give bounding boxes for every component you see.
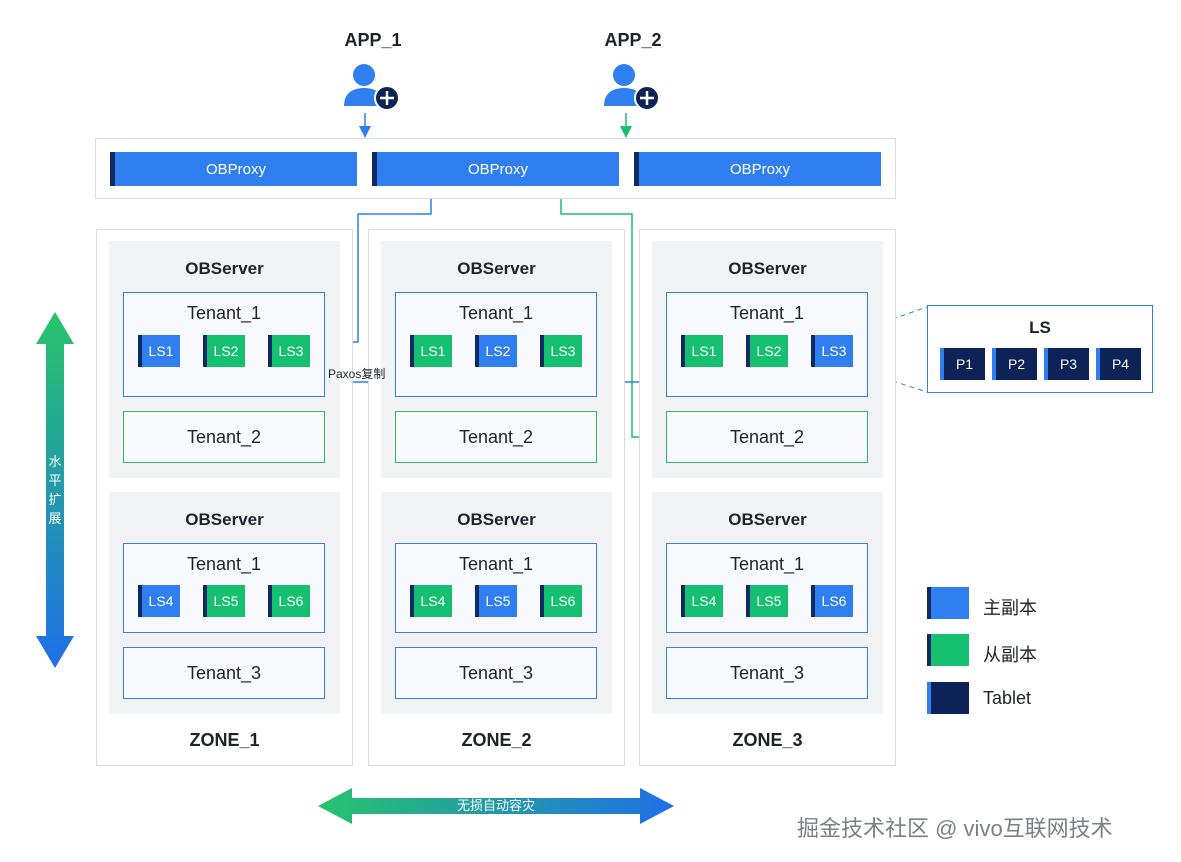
- ls-follower: LS2: [203, 335, 245, 367]
- ls-follower: LS3: [540, 335, 582, 367]
- observer-title: OBServer: [185, 259, 264, 278]
- vertical-scale-arrow: [36, 312, 74, 668]
- ls-leader: LS1: [138, 335, 180, 367]
- ls-leader: LS4: [138, 585, 180, 617]
- observer-title: OBServer: [457, 510, 536, 529]
- app2-label: APP_2: [604, 30, 662, 50]
- legend-follower-swatch: [927, 634, 969, 666]
- zone-label: ZONE_1: [189, 730, 260, 750]
- tenant-title: Tenant_1: [458, 303, 534, 323]
- ls-follower: LS1: [681, 335, 723, 367]
- observer-title: OBServer: [728, 510, 807, 529]
- user-add-icon: [344, 64, 400, 111]
- ls-detail-title: LS: [1029, 318, 1051, 337]
- tenant-box: Tenant_2: [123, 411, 325, 463]
- tenant-title: Tenant_2: [458, 427, 534, 447]
- ls-leader: LS2: [475, 335, 517, 367]
- partition-block: P4: [1096, 348, 1141, 380]
- legend-tablet-label: Tablet: [983, 688, 1032, 708]
- legend-follower-label: 从副本: [983, 645, 1037, 665]
- legend-tablet-swatch: [927, 682, 969, 714]
- ls-follower: LS3: [268, 335, 310, 367]
- horizontal-dr-arrow: [318, 788, 674, 824]
- zone-label: ZONE_2: [461, 730, 532, 750]
- legend-leader-swatch: [927, 587, 969, 619]
- tenant-box: Tenant_2: [395, 411, 597, 463]
- ls-leader: LS5: [475, 585, 517, 617]
- observer-title: OBServer: [728, 259, 807, 278]
- zone-label: ZONE_3: [732, 730, 803, 750]
- tenant-title: Tenant_1: [458, 554, 534, 574]
- tenant-title: Tenant_1: [186, 554, 262, 574]
- ls-follower: LS5: [203, 585, 245, 617]
- ls-follower: LS2: [746, 335, 788, 367]
- horizontal-arrow-label: 无损自动容灾: [456, 798, 535, 813]
- obproxy-3: OBProxy: [634, 152, 881, 186]
- watermark: 掘金技术社区 @ vivo互联网技术: [797, 816, 1113, 841]
- obproxy-2: OBProxy: [372, 152, 619, 186]
- ls-follower: LS6: [540, 585, 582, 617]
- partition-block: P2: [992, 348, 1037, 380]
- tenant-title: Tenant_2: [729, 427, 805, 447]
- legend-leader-label: 主副本: [983, 598, 1037, 618]
- ls-follower: LS1: [410, 335, 452, 367]
- app1-label: APP_1: [344, 30, 402, 50]
- tenant-title: Tenant_1: [186, 303, 262, 323]
- observer-title: OBServer: [185, 510, 264, 529]
- tenant-box: Tenant_3: [666, 647, 868, 699]
- user-add-icon: [604, 64, 660, 111]
- tenant-title: Tenant_2: [186, 427, 262, 447]
- tenant-title: Tenant_3: [186, 663, 262, 683]
- vertical-arrow-label: 水平扩展: [48, 454, 62, 526]
- partition-block: P1: [940, 348, 985, 380]
- ls-leader: LS3: [811, 335, 853, 367]
- tenant-box: Tenant_3: [123, 647, 325, 699]
- tenant-title: Tenant_3: [729, 663, 805, 683]
- obproxy-1: OBProxy: [110, 152, 357, 186]
- ls-follower: LS5: [746, 585, 788, 617]
- ls-follower: LS4: [410, 585, 452, 617]
- tenant-box: Tenant_3: [395, 647, 597, 699]
- tenant-title: Tenant_1: [729, 554, 805, 574]
- partition-block: P3: [1044, 348, 1089, 380]
- paxos-label: Paxos复制: [328, 367, 386, 381]
- tenant-box: Tenant_2: [666, 411, 868, 463]
- tenant-title: Tenant_1: [729, 303, 805, 323]
- observer-title: OBServer: [457, 259, 536, 278]
- ls-follower: LS6: [268, 585, 310, 617]
- ls-leader: LS6: [811, 585, 853, 617]
- tenant-title: Tenant_3: [458, 663, 534, 683]
- ls-follower: LS4: [681, 585, 723, 617]
